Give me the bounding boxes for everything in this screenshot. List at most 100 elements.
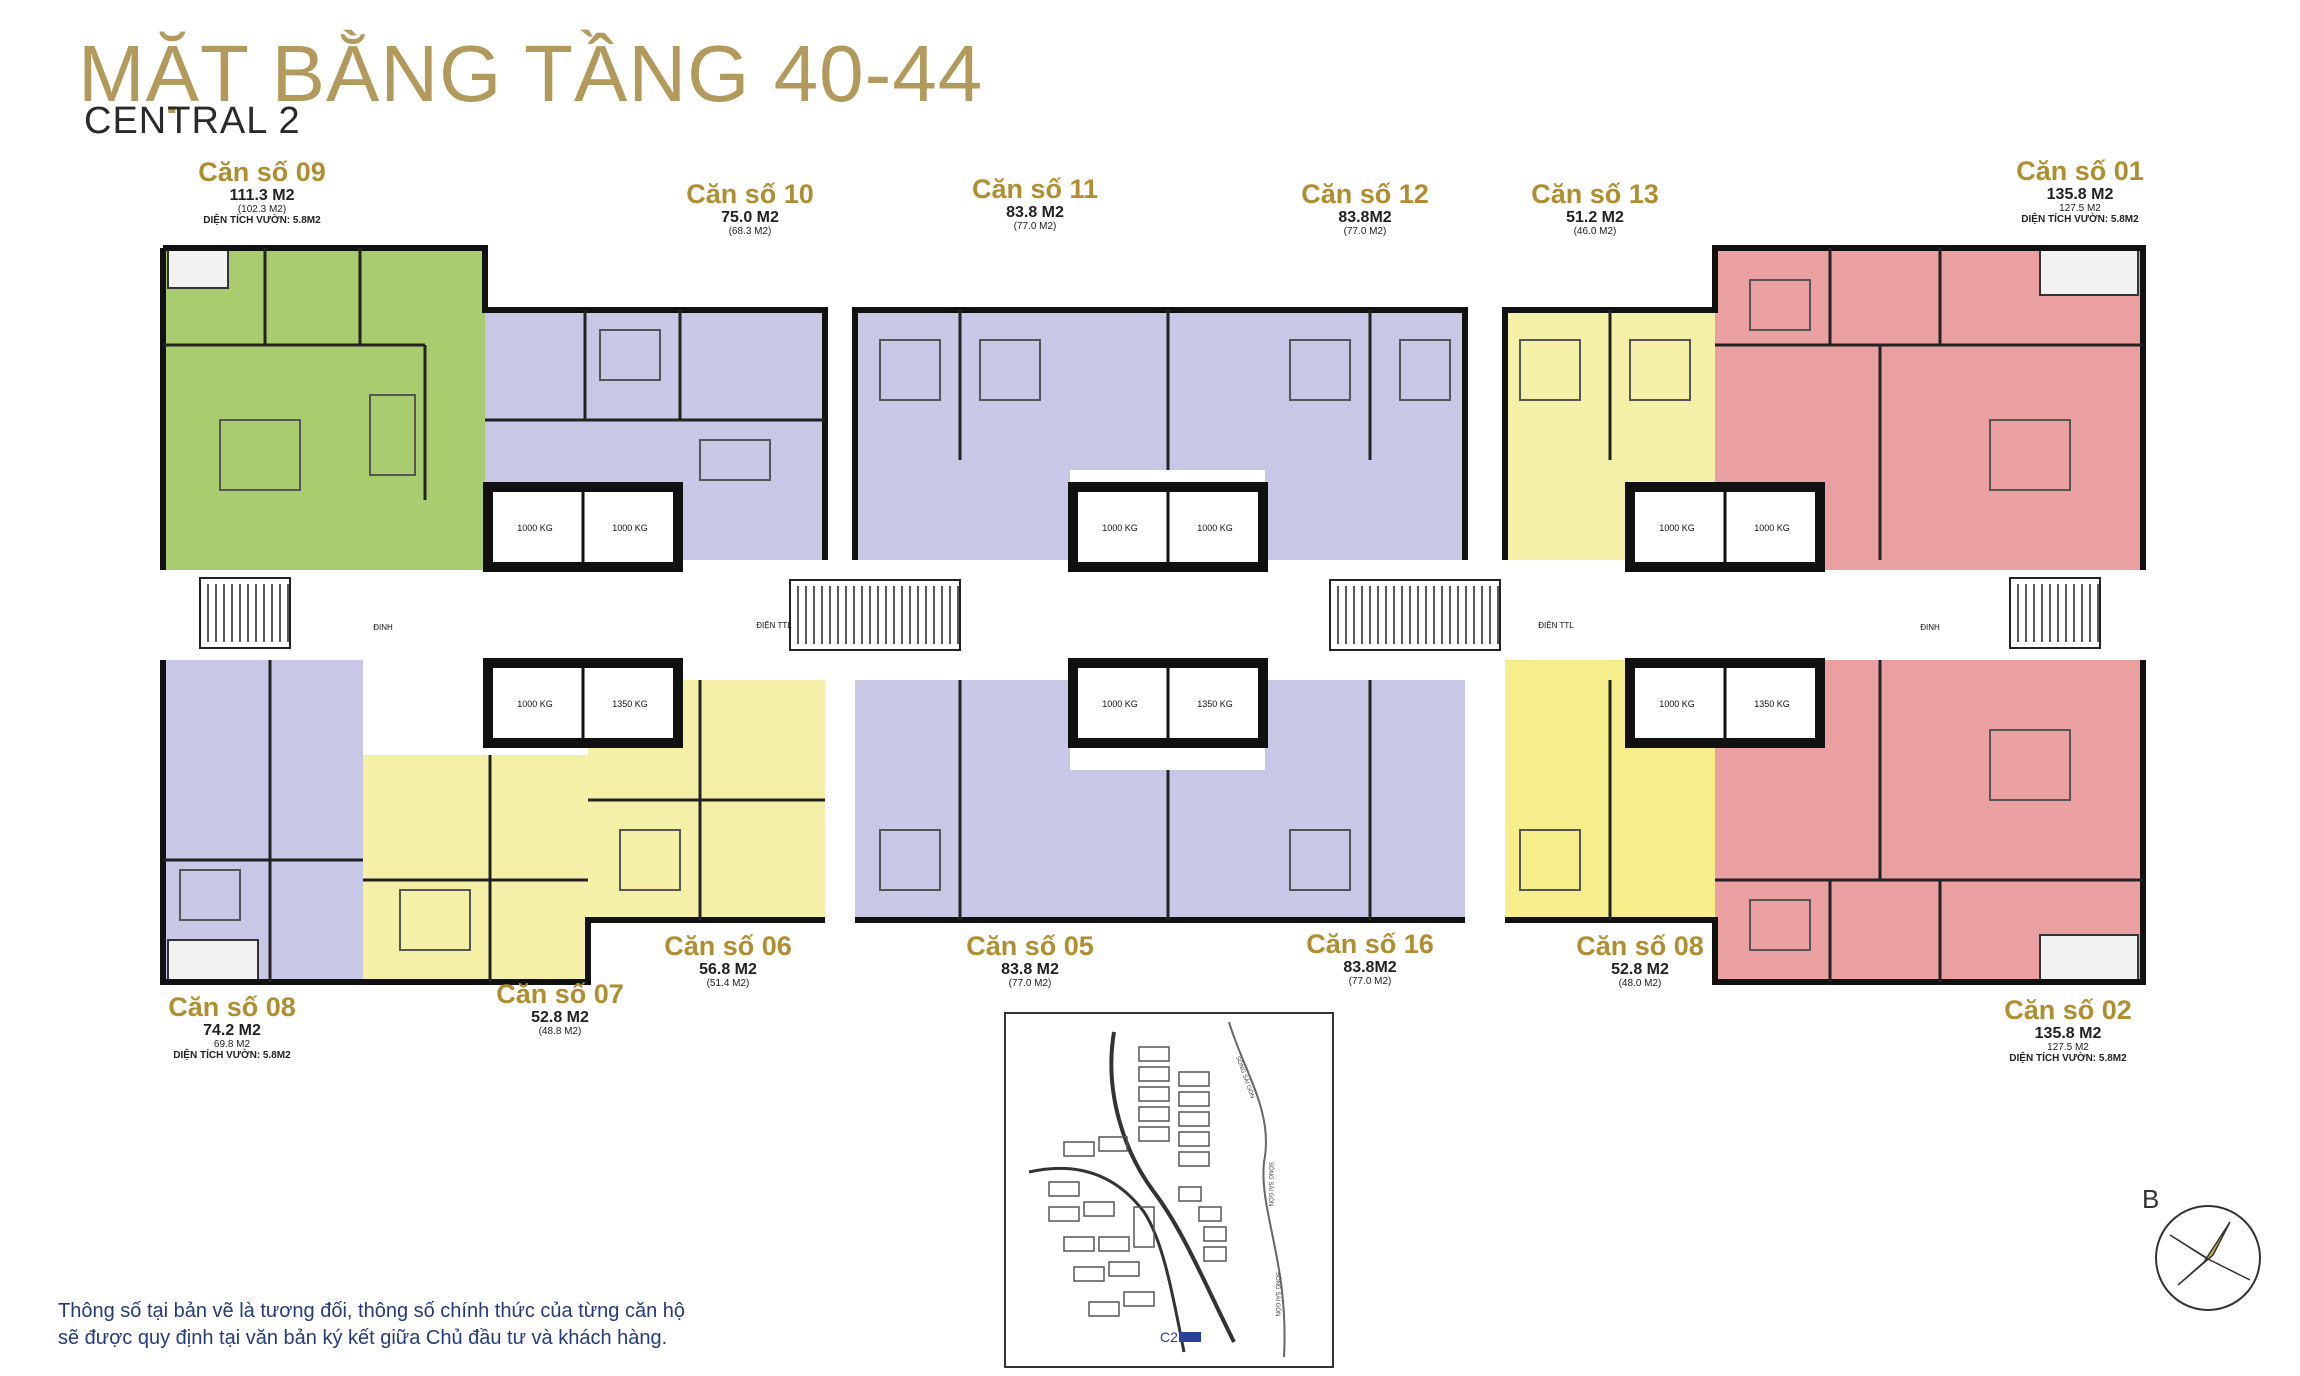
page-title: MẶT BẰNG TẦNG 40-44 — [78, 29, 984, 118]
elev-label-b1: 1000 KG — [517, 699, 553, 709]
site-block — [1178, 1091, 1210, 1107]
site-block — [1083, 1201, 1115, 1217]
apartment-net-area: (77.0 M2) — [1343, 226, 1387, 238]
apartment-net-area: (51.4 M2) — [706, 978, 750, 990]
apartment-label-05: Căn số 05 83.8 M2 (77.0 M2) — [966, 932, 1094, 990]
garden-02 — [2039, 934, 2139, 981]
apartment-area: 83.8M2 — [1338, 209, 1392, 227]
elevators-top — [483, 482, 1825, 572]
apartment-area: 52.8 M2 — [531, 1009, 589, 1027]
site-blocks — [1048, 1046, 1227, 1317]
apartment-label-07: Căn số 07 52.8 M2 (48.8 M2) — [496, 980, 624, 1038]
site-block — [1098, 1136, 1128, 1152]
river-bank — [1228, 1021, 1286, 1358]
dinh-label-right: ĐINH — [1920, 623, 1940, 632]
elev-label-t6: 1000 KG — [1754, 523, 1790, 533]
apartment-label-12: Căn số 12 83.8M2 (77.0 M2) — [1301, 180, 1429, 238]
stair-treads — [207, 584, 2099, 644]
apartment-area: 51.2 M2 — [1566, 209, 1624, 227]
apartment-16-fill[interactable] — [1265, 680, 1465, 920]
site-block — [1178, 1131, 1210, 1147]
site-map: SÔNG SÀI GÒN SÔNG SÀI GÒN SÔNG SÀI GÒN C… — [1004, 1012, 1334, 1368]
apartment-name: Căn số 10 — [686, 179, 814, 209]
apartment-area: 52.8 M2 — [1611, 961, 1669, 979]
apartment-garden: DIỆN TÍCH VƯỜN: 5.8M2 — [203, 214, 321, 226]
apartment-net-area: (68.3 M2) — [728, 226, 772, 238]
apartment-area: 83.8 M2 — [1006, 204, 1064, 222]
site-block-marker — [1179, 1332, 1201, 1342]
outer-walls — [160, 245, 2146, 985]
site-block — [1203, 1246, 1227, 1262]
elev-label-t4: 1000 KG — [1197, 523, 1233, 533]
site-block — [1108, 1261, 1140, 1277]
site-block — [1198, 1206, 1222, 1222]
apartment-area: 83.8M2 — [1343, 959, 1397, 977]
apartment-label-16: Căn số 16 83.8M2 (77.0 M2) — [1306, 930, 1434, 988]
apartment-name: Căn số 08 — [168, 992, 296, 1022]
apartment-name: Căn số 02 — [2004, 995, 2132, 1025]
apartment-08-left-fill[interactable] — [163, 660, 363, 982]
page-subtitle: CENTRAL 2 — [84, 100, 301, 142]
disclaimer-line-2: sẽ được quy định tại văn bản ký kết giữa… — [58, 1327, 668, 1349]
site-block — [1178, 1071, 1210, 1087]
apartment-label-01: Căn số 01 135.8 M2 127.5 M2 DIỆN TÍCH VƯ… — [2016, 157, 2144, 225]
apartment-net-area: (48.0 M2) — [1618, 978, 1662, 990]
elev-label-t5: 1000 KG — [1659, 523, 1695, 533]
site-block — [1048, 1206, 1080, 1222]
compass-star — [2177, 1221, 2231, 1286]
apartment-11-fill[interactable] — [855, 310, 1070, 560]
apartment-area: 74.2 M2 — [203, 1022, 261, 1040]
apartment-name: Căn số 08 — [1576, 931, 1704, 961]
elev-label-b2: 1350 KG — [612, 699, 648, 709]
apartment-05-fill[interactable] — [855, 680, 1070, 920]
apartment-net-area: 127.5 M2 — [2047, 1042, 2089, 1054]
apartment-garden: DIỆN TÍCH VƯỜN: 5.8M2 — [2021, 213, 2139, 225]
service-labels: ĐIỆN TTL ĐIỆN TTL ĐINH ĐINH — [373, 621, 1940, 632]
apartment-12-fill[interactable] — [1265, 310, 1465, 560]
apartment-name: Căn số 09 — [198, 157, 326, 187]
apartment-garden: DIỆN TÍCH VƯỜN: 5.8M2 — [173, 1049, 291, 1061]
compass-north-label: B — [2142, 1184, 2159, 1214]
apartment-area: 56.8 M2 — [699, 961, 757, 979]
site-block — [1178, 1186, 1202, 1202]
interior-walls — [163, 248, 2143, 982]
site-block — [1138, 1086, 1170, 1102]
apartment-garden: DIỆN TÍCH VƯỜN: 5.8M2 — [2009, 1052, 2127, 1064]
site-block — [1178, 1111, 1210, 1127]
apartment-net-area: (77.0 M2) — [1008, 978, 1052, 990]
corridor — [163, 570, 2143, 660]
apartment-name: Căn số 11 — [971, 174, 1099, 204]
river-label-mid: SÔNG SÀI GÒN — [1267, 1162, 1274, 1206]
site-block — [1098, 1236, 1130, 1252]
site-block — [1138, 1126, 1170, 1142]
elev-label-b3: 1000 KG — [1102, 699, 1138, 709]
apartment-label-10: Căn số 10 75.0 M2 (68.3 M2) — [686, 180, 814, 238]
apartment-label-09: Căn số 09 111.3 M2 (102.3 M2) DIỆN TÍCH … — [198, 158, 326, 226]
site-block — [1138, 1046, 1170, 1062]
apartment-net-area: (77.0 M2) — [1013, 221, 1057, 233]
apartment-label-08-right: Căn số 08 52.8 M2 (48.0 M2) — [1576, 932, 1704, 990]
stairs — [199, 577, 2101, 651]
apartment-area: 135.8 M2 — [2046, 186, 2114, 204]
elev-label-b4: 1350 KG — [1197, 699, 1233, 709]
road-main — [1109, 1031, 1236, 1343]
site-block — [1073, 1266, 1105, 1282]
site-block — [1133, 1206, 1155, 1248]
site-block — [1063, 1141, 1095, 1157]
compass: B — [2142, 1184, 2261, 1311]
site-block — [1088, 1301, 1120, 1317]
site-block — [1123, 1291, 1155, 1307]
garden-01 — [2039, 249, 2139, 296]
furniture — [179, 279, 2071, 951]
apartment-net-area: (77.0 M2) — [1348, 976, 1392, 988]
garden-08 — [167, 939, 259, 981]
garden-09 — [167, 249, 229, 289]
elev-label-t1: 1000 KG — [517, 523, 553, 533]
dinh-label-left: ĐINH — [373, 623, 393, 632]
apartment-07-fill[interactable] — [363, 755, 588, 982]
elevators-bottom — [483, 658, 1825, 748]
apartment-name: Căn số 07 — [496, 979, 624, 1009]
apartment-09-fill[interactable] — [163, 248, 485, 570]
site-block-label: C2 — [1160, 1329, 1178, 1345]
site-block — [1048, 1181, 1080, 1197]
